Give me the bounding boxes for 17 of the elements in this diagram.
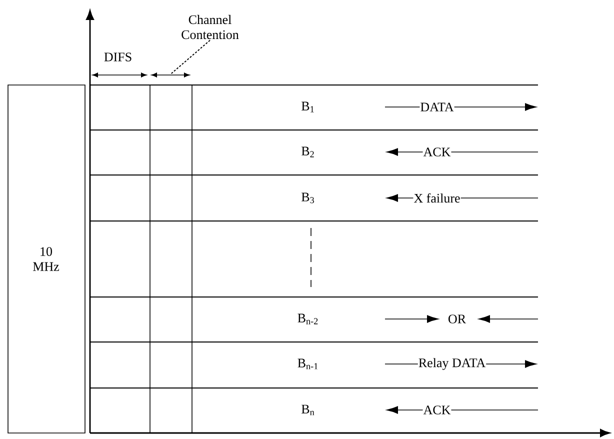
dimension-arrow <box>151 72 190 78</box>
row-label: B$_{n-2}$ <box>298 314 318 324</box>
band-box: 10 MHz <box>8 84 86 434</box>
message-label: Relay DATA <box>418 358 486 370</box>
message-label: ACK <box>422 147 452 157</box>
dimension-label: DIFS <box>104 52 132 62</box>
row-label: B$_{3}$ <box>302 192 314 204</box>
leader-line <box>170 40 210 75</box>
message-label: ACK <box>422 405 452 415</box>
message-label: DATA <box>420 102 454 112</box>
row-label: B$_{n}$ <box>302 404 314 416</box>
message-label: OR <box>447 314 467 324</box>
annotation-text: Channel Contention <box>182 14 239 40</box>
row-label: B$_{2}$ <box>302 146 314 158</box>
row-label: B$_{n-1}$ <box>298 358 318 370</box>
row-label: B$_{1}$ <box>302 102 314 112</box>
message-label: X failure <box>413 192 461 204</box>
